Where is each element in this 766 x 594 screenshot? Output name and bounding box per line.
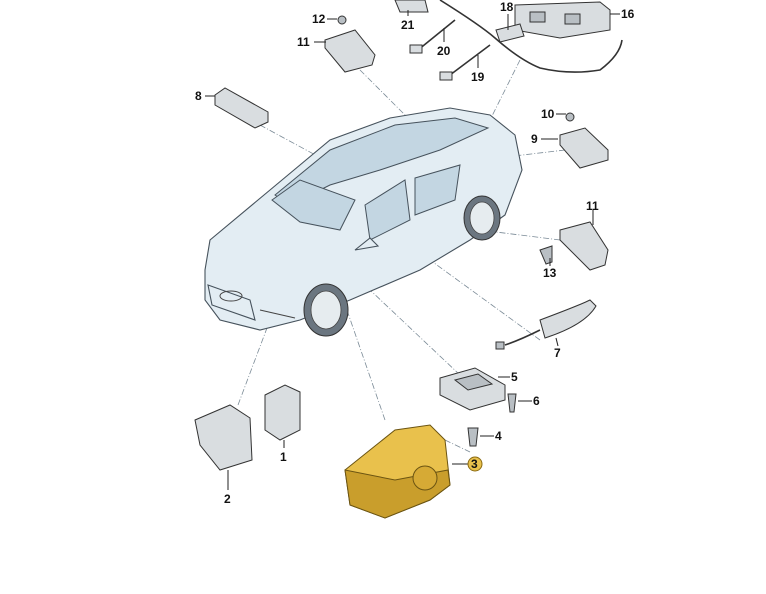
part-7-door-handle-antenna xyxy=(495,299,597,350)
callout-2: 2 xyxy=(224,492,231,506)
callout-6: 6 xyxy=(533,394,540,408)
callout-7: 7 xyxy=(554,346,561,360)
callout-4: 4 xyxy=(495,429,502,443)
callout-labels: 12 21 18 16 11 20 19 8 10 9 11 13 7 5 6 … xyxy=(195,0,635,506)
callout-11-right: 11 xyxy=(586,199,599,213)
part-19-sensor xyxy=(439,44,491,81)
part-1-relay xyxy=(264,384,301,441)
callout-3-highlight xyxy=(467,456,483,472)
part-5-bracket xyxy=(439,367,517,413)
part-2-control-unit xyxy=(194,404,253,471)
part-4-screw xyxy=(467,427,479,447)
part-16-control-module xyxy=(514,1,611,39)
car-illustration xyxy=(204,107,523,337)
callout-9: 9 xyxy=(531,132,538,146)
callout-20: 20 xyxy=(437,44,451,58)
callout-1: 1 xyxy=(280,450,287,464)
part-9-antenna xyxy=(559,112,609,169)
callout-10: 10 xyxy=(541,107,555,121)
callout-19: 19 xyxy=(471,70,485,84)
wiring-harness xyxy=(394,0,623,73)
part-3-control-unit xyxy=(344,424,451,519)
callout-3: 3 xyxy=(471,457,478,471)
part-20-sensor xyxy=(409,19,456,54)
part-8-antenna xyxy=(214,87,269,129)
callout-16: 16 xyxy=(621,7,635,21)
callout-12: 12 xyxy=(312,12,326,26)
callout-13: 13 xyxy=(543,266,557,280)
callout-18: 18 xyxy=(500,0,514,14)
callout-5: 5 xyxy=(511,370,518,384)
part-11-antenna-top xyxy=(324,15,376,73)
callout-11-top: 11 xyxy=(297,35,310,49)
callout-8: 8 xyxy=(195,89,202,103)
part-11-antenna-right xyxy=(539,221,609,271)
callout-21: 21 xyxy=(401,18,415,32)
